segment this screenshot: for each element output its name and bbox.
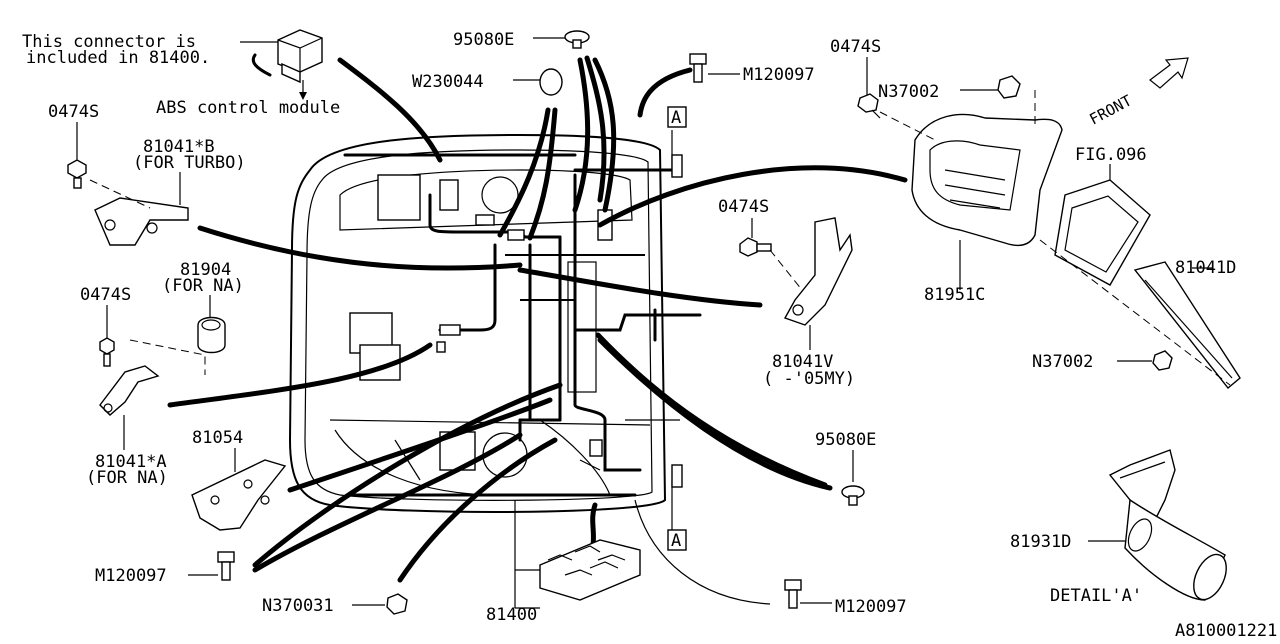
nut-n37002-top-label: N37002 (878, 82, 939, 102)
nut-n37002-right-label: N37002 (1032, 352, 1093, 372)
bolt-m120097-bottom-left-label: M120097 (95, 566, 167, 586)
bolt-0474s-right: 0474S (830, 37, 881, 119)
callout-a-bottom-label: A (671, 531, 681, 551)
bracket-81041b: 81041*B (FOR TURBO) (89, 137, 246, 246)
leader-curves (167, 55, 908, 605)
nut-n37002-top: N37002 (878, 75, 1021, 102)
fig-096-label: FIG.096 (1075, 145, 1147, 165)
bolt-0474s-left-mid-label: 0474S (80, 285, 131, 305)
bracket-81041b-label: 81041*B (143, 137, 215, 157)
clip-95080e-top: 95080E (453, 30, 590, 50)
front-arrow: FRONT (1086, 57, 1189, 129)
clip-95080e-right-label: 95080E (815, 430, 876, 450)
callout-a-top: A (667, 106, 687, 178)
fuse-box-81400: 81400 (486, 539, 641, 625)
bolt-0474s-left-top-label: 0474S (48, 102, 99, 122)
bolt-0474s-left-mid: 0474S (80, 285, 206, 375)
bolt-0474s-left-top: 0474S (48, 102, 99, 189)
plug-w230044-label: W230044 (412, 72, 484, 92)
bracket-81054-label: 81054 (192, 428, 243, 448)
clip-95080e-top-label: 95080E (453, 30, 514, 50)
cover-81951c-label: 81951C (924, 285, 985, 305)
front-label: FRONT (1086, 91, 1134, 128)
clamp-81904-label: 81904 (180, 260, 231, 280)
bolt-m120097-bottom-left: M120097 (95, 551, 235, 586)
abs-label: ABS control module (156, 98, 340, 118)
bolt-m120097-top: M120097 (689, 53, 815, 85)
clamp-81931d-label: 81931D (1010, 532, 1071, 552)
fig-096: FIG.096 (1054, 145, 1151, 286)
detail-a: 81931D DETAIL'A' (1010, 449, 1227, 606)
nut-n37002-right: N37002 (1032, 350, 1173, 372)
cover-81951c: 81951C (879, 90, 1063, 305)
bracket-81041v-label: 81041V (772, 352, 833, 372)
bracket-81041b-note: (FOR TURBO) (133, 153, 246, 173)
detail-a-label: DETAIL'A' (1050, 586, 1142, 606)
bracket-81054: 81054 (191, 428, 287, 531)
doc-id: A810001221 (1175, 621, 1277, 640)
bracket-81041d: 81041D (1039, 239, 1241, 389)
callout-a-bottom: A (667, 464, 687, 551)
bolt-m120097-bottom-right: M120097 (784, 579, 907, 617)
clamp-81904-note: (FOR NA) (162, 276, 244, 296)
note-line-2: included in 81400. (26, 48, 210, 68)
bolt-m120097-top-label: M120097 (743, 65, 815, 85)
clip-95080e-right: 95080E (815, 430, 876, 506)
bracket-81041v-note: ( -'05MY) (763, 369, 855, 389)
abs-connector-icon (277, 29, 323, 84)
bracket-81041a-note: (FOR NA) (86, 468, 168, 488)
callout-a-top-label: A (671, 108, 681, 128)
nut-n370031: N370031 (262, 593, 408, 616)
bolt-0474s-center: 0474S (718, 197, 811, 301)
bracket-81041d-label: 81041D (1175, 258, 1236, 278)
plug-w230044: W230044 (412, 68, 563, 96)
bracket-81041v: 81041V ( -'05MY) (763, 217, 855, 389)
abs-note: This connector is included in 81400. ABS… (22, 29, 340, 118)
bolt-m120097-bottom-right-label: M120097 (835, 597, 907, 617)
bracket-81041a: 81041*A (FOR NA) (86, 365, 168, 488)
note-line-1: This connector is (22, 32, 196, 52)
harness-81400-label: 81400 (486, 605, 537, 625)
bolt-0474s-center-label: 0474S (718, 197, 769, 217)
bolt-0474s-right-label: 0474S (830, 37, 881, 57)
nut-n370031-label: N370031 (262, 596, 334, 616)
bracket-81041a-label: 81041*A (95, 452, 167, 472)
clamp-81904: 81904 (FOR NA) (162, 260, 244, 354)
